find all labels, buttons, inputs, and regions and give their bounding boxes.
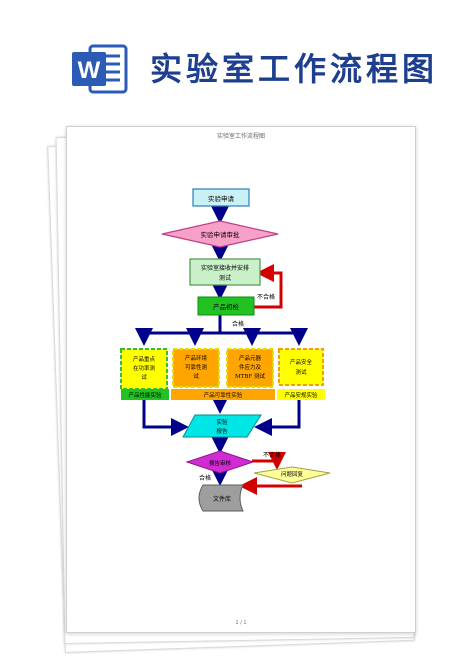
test-environment: 产品环境 可靠性测 试 <box>172 348 220 388</box>
node-approval-diamond: 实验申请审批 <box>161 220 279 248</box>
svg-text:文件库: 文件库 <box>213 495 231 503</box>
svg-text:实验申请审批: 实验申请审批 <box>201 230 241 239</box>
svg-text:试: 试 <box>141 373 147 381</box>
node-arrange: 实验室接收并安排 测试 <box>189 258 261 286</box>
svg-text:实验室接收并安排: 实验室接收并安排 <box>201 264 249 272</box>
header-banner: W 实验室工作流程图 <box>0 0 474 118</box>
reject-arrows <box>239 264 302 495</box>
svg-text:产品初检: 产品初检 <box>213 302 240 311</box>
bar-reliability: 产品可靠性实验 <box>171 389 275 400</box>
document-page: 实验室工作流程图 <box>66 126 416 633</box>
svg-text:产品重点: 产品重点 <box>133 355 156 363</box>
flowchart: 实验申请 实验申请审批 实验室接收并安排 测试 产品初检 不合格 合格 产品重点… <box>120 188 331 512</box>
fail-label-1: 不合格 <box>257 293 275 301</box>
node-review-diamond: 报告审核 <box>185 450 255 474</box>
svg-text:可靠性测: 可靠性测 <box>185 363 208 371</box>
node-initial-inspection: 产品初检 <box>197 296 255 316</box>
word-logo-letter: W <box>78 57 101 84</box>
test-safety: 产品安全 测试 <box>278 348 324 386</box>
svg-text:测试: 测试 <box>295 368 307 376</box>
svg-text:实验申请: 实验申请 <box>208 194 235 203</box>
node-report: 实验 报告 <box>182 414 262 438</box>
page-number: 1 / 1 <box>235 620 247 626</box>
flow-arrows <box>135 206 308 486</box>
pass-label-2: 合格 <box>199 474 211 482</box>
node-apply: 实验申请 <box>192 188 250 207</box>
svg-text:报告: 报告 <box>216 427 228 435</box>
svg-text:问题回复: 问题回复 <box>281 470 304 478</box>
svg-text:实验: 实验 <box>216 418 228 426</box>
word-document-icon: W <box>72 44 128 94</box>
test-components: 产品元器 件应力及 MTBF 测试 <box>226 348 274 388</box>
bar-safety-regulation: 产品安规实验 <box>277 389 325 400</box>
svg-text:在功率测: 在功率测 <box>133 364 156 372</box>
test-power: 产品重点 在功率测 试 <box>120 348 168 390</box>
svg-text:产品环境: 产品环境 <box>185 354 208 362</box>
svg-text:测试: 测试 <box>219 274 231 282</box>
svg-text:产品性能实验: 产品性能实验 <box>128 391 162 399</box>
node-archive: 文件库 <box>198 484 244 512</box>
node-feedback: 问题回复 <box>253 466 331 484</box>
bar-performance: 产品性能实验 <box>121 389 169 400</box>
svg-text:件应力及: 件应力及 <box>239 363 262 371</box>
page-title: 实验室工作流程图 <box>150 50 439 88</box>
svg-text:试: 试 <box>193 372 199 380</box>
svg-text:MTBF 测试: MTBF 测试 <box>235 372 265 380</box>
svg-text:产品安全: 产品安全 <box>290 358 313 366</box>
svg-text:产品可靠性实验: 产品可靠性实验 <box>204 391 243 399</box>
document-header: 实验室工作流程图 <box>216 133 265 140</box>
pass-label-1: 合格 <box>232 320 244 328</box>
fail-label-2: 不合格 <box>263 451 281 459</box>
svg-text:产品元器: 产品元器 <box>239 354 262 362</box>
svg-text:报告审核: 报告审核 <box>209 459 232 467</box>
svg-text:产品安规实验: 产品安规实验 <box>284 391 318 399</box>
